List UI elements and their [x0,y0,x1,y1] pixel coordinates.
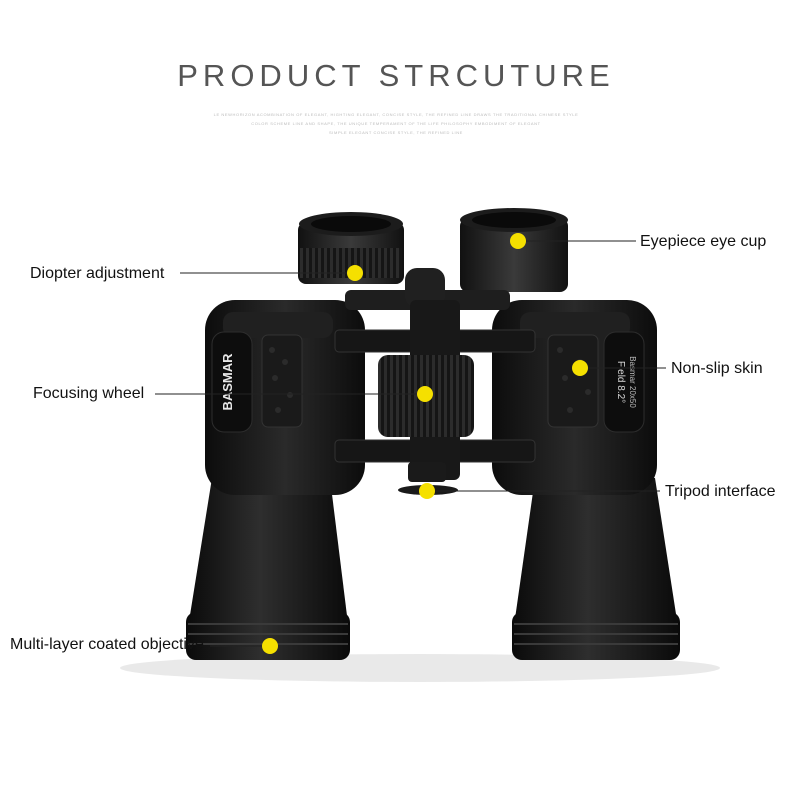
title-subtext: LE NEWHORIZON ACOMBINATION OF ELEGANT, H… [170,110,622,137]
subtext-line: COLOR SCHEME LINE AND SHAPE, THE UNIQUE … [251,121,541,126]
left-grip-texture [261,334,303,428]
left-objective-barrel [186,478,350,640]
marker-coated [262,638,278,654]
callout-eyepiece-eye-cup: Eyepiece eye cup [640,233,767,250]
marker-diopter [347,265,363,281]
right-brand-plate [603,331,645,433]
callout-tripod-interface: Tripod interface [665,483,776,500]
right-grip-texture [547,334,599,428]
subtext-line: SIMPLE ELEGANT CONCISE STYLE, THE REFINE… [329,130,463,135]
marker-eyecup [510,233,526,249]
callout-diopter-adjustment: Diopter adjustment [30,265,165,282]
right-eyepiece [460,218,568,292]
page-title: PRODUCT STRCUTURE [177,58,615,93]
right-objective-ring [512,612,680,660]
floor-shadow [120,654,720,682]
callout-multi-layer-coated-objective: Multi-layer coated objective [10,636,204,653]
marker-focus [417,386,433,402]
marker-tripod [419,483,435,499]
spec-text-2: Basmar 20x50 [628,356,637,408]
callout-non-slip-skin: Non-slip skin [671,360,763,377]
subtext-line: LE NEWHORIZON ACOMBINATION OF ELEGANT, H… [213,112,579,117]
callout-focusing-wheel: Focusing wheel [33,385,145,402]
marker-nonslip [572,360,588,376]
right-objective-barrel [512,478,680,640]
brand-logo-text: BASMAR [220,353,235,411]
left-brand-plate [211,331,253,433]
spec-text: Field 8.2° [615,361,626,403]
